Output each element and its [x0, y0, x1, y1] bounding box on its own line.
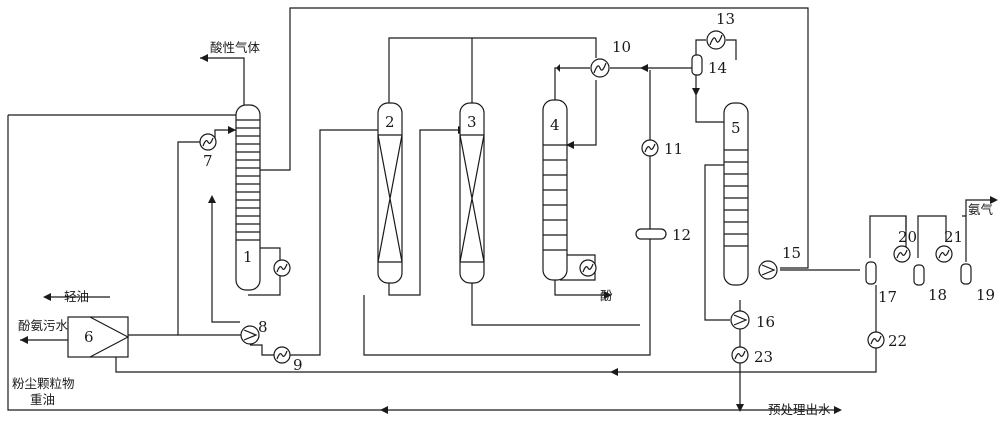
column-3 [459, 102, 485, 284]
vessel-17 [865, 261, 877, 285]
separator-6 [67, 316, 130, 358]
flow-arrows [20, 54, 998, 414]
num-4: 4 [550, 116, 560, 134]
num-17: 17 [878, 288, 897, 306]
exchanger-21 [935, 245, 953, 263]
label-pretreated-water: 预处理出水 [768, 402, 831, 417]
num-19: 19 [976, 286, 995, 304]
exchanger-7 [199, 133, 217, 151]
num-5: 5 [731, 119, 741, 137]
exchanger-10 [590, 58, 610, 78]
num-22: 22 [888, 332, 907, 350]
num-15: 15 [782, 244, 801, 262]
num-10: 10 [612, 38, 631, 56]
num-2: 2 [385, 113, 395, 131]
num-23: 23 [754, 348, 773, 366]
num-20: 20 [898, 228, 917, 246]
vessels [635, 54, 972, 286]
label-heavy-oil: 重油 [30, 392, 55, 407]
num-12: 12 [672, 226, 691, 244]
column-5 [723, 102, 749, 286]
num-18: 18 [928, 286, 947, 304]
pipelines [7, 7, 990, 411]
exchanger-20 [893, 245, 911, 263]
exchanger-23 [731, 346, 749, 364]
vessel-14 [691, 54, 703, 76]
num-11: 11 [664, 140, 683, 158]
column-1 [235, 104, 261, 291]
vessel-19 [960, 263, 972, 285]
heat-exchangers [199, 30, 953, 364]
num-13: 13 [716, 10, 735, 28]
num-8: 8 [258, 318, 268, 336]
vessel-18 [913, 264, 925, 286]
stream-labels: 酸性气体 轻油 酚氨污水 粉尘颗粒物 重油 酚 氨气 预处理出水 [12, 40, 994, 417]
exchanger-8 [240, 325, 260, 345]
equipment-numbers: 1 2 3 4 5 6 7 8 9 10 11 12 13 14 15 16 1… [84, 10, 995, 374]
label-light-oil: 轻油 [64, 289, 89, 304]
label-phenol: 酚 [600, 288, 613, 303]
label-wastewater: 酚氨污水 [18, 318, 69, 333]
column-4 [542, 99, 568, 281]
label-acid-gas: 酸性气体 [210, 40, 261, 55]
label-ammonia: 氨气 [968, 202, 994, 217]
num-14: 14 [708, 59, 727, 77]
reboiler-4 [579, 259, 597, 277]
label-dust: 粉尘颗粒物 [12, 376, 75, 391]
exchanger-13 [706, 30, 726, 50]
num-6: 6 [84, 328, 94, 346]
exchanger-22 [867, 331, 885, 349]
num-16: 16 [756, 313, 775, 331]
exchanger-9 [273, 346, 291, 364]
num-21: 21 [944, 228, 963, 246]
num-9: 9 [293, 356, 303, 374]
num-3: 3 [467, 113, 477, 131]
exchanger-11 [641, 139, 659, 157]
vessel-12 [635, 228, 667, 240]
num-7: 7 [203, 152, 213, 170]
column-2 [377, 102, 403, 284]
num-1: 1 [243, 248, 253, 266]
exchanger-15 [758, 260, 778, 280]
exchanger-16 [730, 310, 750, 330]
reboiler-1 [273, 259, 291, 277]
